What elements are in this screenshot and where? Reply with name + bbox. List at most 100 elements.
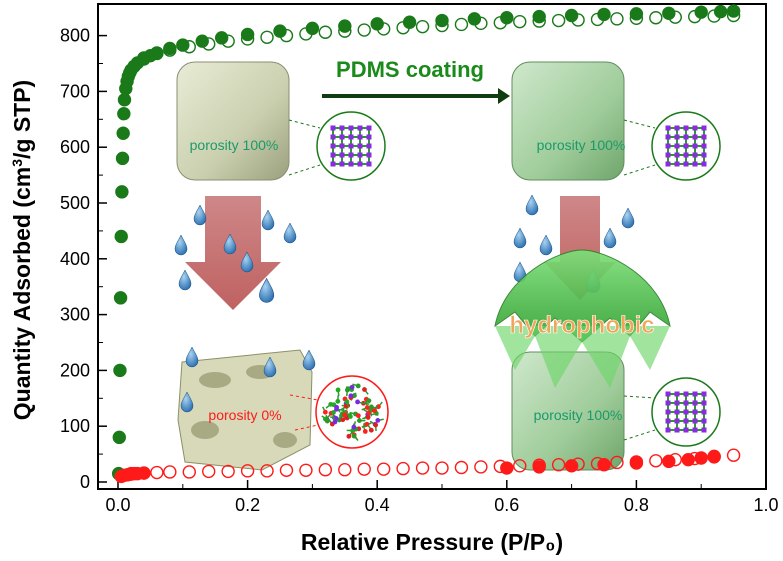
lattice-node — [665, 125, 671, 131]
uncoated-desorption-point — [357, 23, 371, 37]
lattice-node — [674, 143, 680, 149]
uncoated-adsorption-point — [195, 34, 209, 48]
lattice-node — [683, 409, 689, 415]
lattice-node — [692, 409, 698, 415]
coated-desorption-point — [649, 454, 663, 468]
x-tick-label: 0.6 — [494, 495, 519, 515]
amorphous-atom — [335, 387, 341, 393]
zoom-line — [623, 395, 656, 399]
data-markers — [111, 4, 741, 484]
y-tick-label: 800 — [60, 26, 90, 46]
uncoated-adsorption-point — [629, 7, 644, 21]
water-drop-icon — [621, 207, 635, 229]
lattice-node — [665, 152, 671, 158]
x-tick-label: 0.2 — [235, 495, 260, 515]
coated-desorption-point — [629, 455, 644, 469]
pore-shape — [199, 372, 231, 388]
uncoated-adsorption-point — [117, 107, 131, 121]
coated-desorption-point — [396, 461, 410, 476]
porosity-after-water-label: porosity 0% — [208, 407, 281, 423]
coated-desorption-point — [415, 461, 430, 475]
framework-lattice-icon — [330, 125, 372, 167]
amorphous-atom — [366, 398, 372, 404]
coated-desorption-point — [124, 466, 138, 481]
uncoated-desorption-point — [513, 14, 527, 29]
uncoated-desorption-point — [240, 32, 255, 46]
lattice-node — [701, 400, 707, 406]
water-drop-icon — [525, 194, 539, 216]
lattice-node — [366, 152, 372, 158]
uncoated-desorption-point — [299, 27, 313, 41]
zoom-line — [623, 119, 656, 129]
coated-desorption-point — [338, 463, 352, 477]
lattice-node — [701, 125, 707, 131]
amorphous-atom — [322, 409, 328, 415]
uncoated-adsorption-point — [214, 31, 229, 45]
water-drop-icon — [302, 349, 316, 371]
y-tick-label: 500 — [60, 193, 90, 213]
lattice-node — [348, 143, 354, 149]
lattice-node — [674, 427, 680, 433]
lattice-node — [701, 161, 707, 167]
zoom-line — [288, 164, 321, 176]
lattice-node — [330, 125, 336, 131]
amorphous-atom — [335, 398, 341, 404]
lattice-node — [683, 152, 689, 158]
amorphous-atom — [344, 399, 350, 405]
x-tick-label: 0.8 — [624, 495, 649, 515]
amorphous-atom — [351, 433, 357, 439]
uncoated-desorption-point — [396, 21, 410, 35]
lattice-node — [366, 143, 372, 149]
lattice-node — [683, 418, 689, 424]
inset-illustrations: porosity 100% PDMS coating porosity 100% — [174, 57, 721, 471]
coated-desorption-point — [571, 457, 585, 471]
uncoated-adsorption-point — [338, 19, 352, 33]
amorphous-atom — [346, 433, 352, 439]
hydrophobic-label: hydrophobic — [509, 312, 654, 339]
coated-desorption-point — [726, 448, 741, 462]
lattice-node — [665, 143, 671, 149]
y-tick-label: 300 — [60, 305, 90, 325]
uncoated-desorption-point — [454, 17, 469, 32]
coated-desorption-point — [474, 460, 488, 474]
coated-desorption-point — [435, 461, 449, 475]
amorphous-atom — [362, 387, 367, 392]
y-tick-label: 600 — [60, 137, 90, 157]
porosity-coated-top-label: porosity 100% — [537, 137, 626, 153]
uncoated-adsorption-point — [532, 9, 546, 24]
lattice-node — [692, 143, 698, 149]
uncoated-adsorption-point — [115, 151, 130, 166]
lattice-node — [674, 134, 680, 140]
uncoated-desorption-point — [202, 37, 216, 51]
uncoated-desorption-point — [726, 8, 741, 23]
lattice-node — [683, 427, 689, 433]
coated-desorption-point — [376, 462, 391, 476]
amorphous-atom — [348, 393, 354, 399]
lattice-node — [330, 134, 336, 140]
coating-arrowhead — [498, 88, 510, 104]
zoom-line — [288, 119, 321, 129]
lattice-node — [357, 125, 363, 131]
pore-shape — [273, 432, 297, 448]
coated-desorption-point — [279, 463, 294, 477]
uncoated-desorption-point — [435, 18, 449, 33]
water-drop-icon — [603, 227, 617, 249]
y-tick-label: 400 — [60, 249, 90, 269]
uncoated-cube — [176, 61, 290, 181]
uncoated-desorption-point — [376, 22, 391, 36]
lattice-node — [692, 427, 698, 433]
uncoated-desorption-point — [137, 51, 151, 65]
x-tick-label: 0.0 — [105, 495, 130, 515]
amorphous-atom — [349, 384, 355, 390]
lattice-node — [357, 161, 363, 167]
water-drop-icon — [178, 269, 192, 291]
uncoated-desorption-point — [474, 16, 488, 31]
x-tick-label: 1.0 — [753, 495, 778, 515]
x-axis-title: Relative Pressure (P/P₀) — [301, 529, 563, 555]
zoom-line — [623, 429, 656, 441]
water-drop-icon — [185, 346, 199, 368]
lattice-node — [330, 143, 336, 149]
uncoated-adsorption-point — [240, 27, 255, 42]
uncoated-desorption-point — [279, 28, 294, 43]
lattice-node — [692, 161, 698, 167]
